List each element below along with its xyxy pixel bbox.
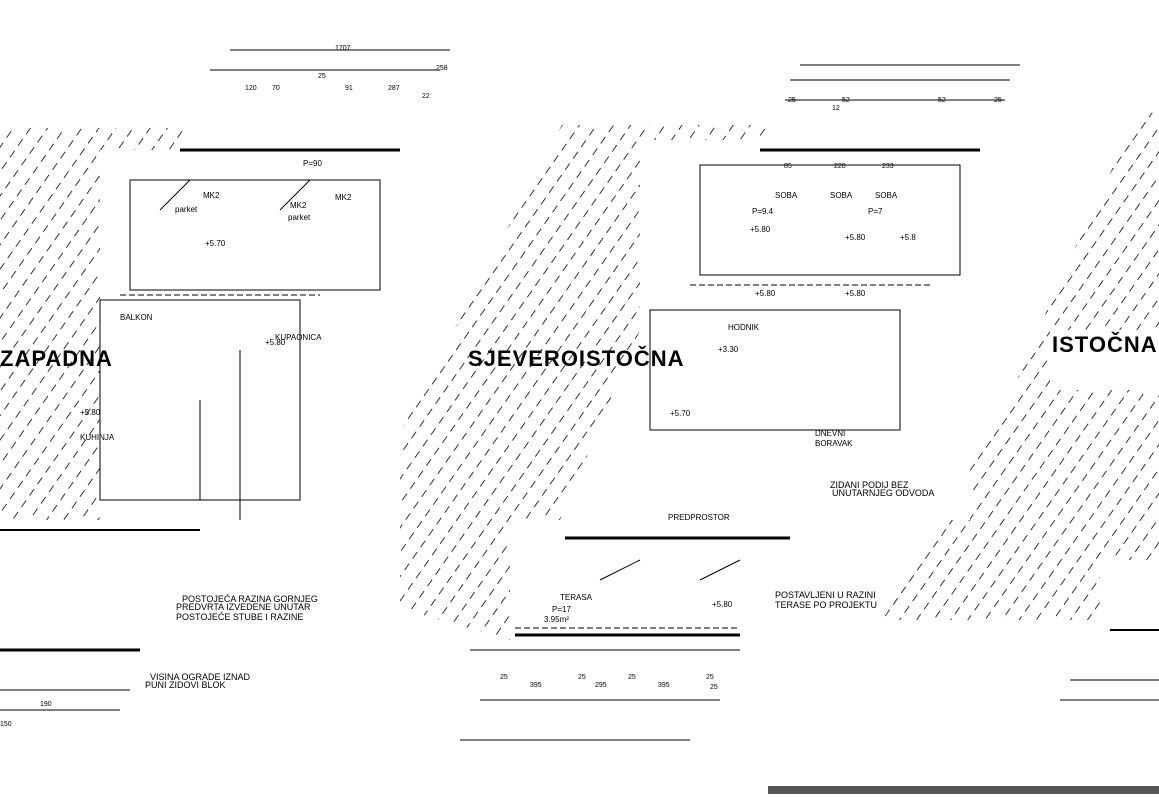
level-marker: +5.80 xyxy=(845,289,866,298)
note: POSTAVLJENI U RAZINI xyxy=(775,590,876,600)
room-label: DNEVNI xyxy=(815,429,845,438)
dimension: 25 xyxy=(994,97,1002,104)
note: UNUTARNJEG ODVODA xyxy=(832,488,934,498)
title-middle: SJEVEROISTOČNA xyxy=(468,346,685,371)
room-label: MK2 xyxy=(203,191,220,200)
dimension: 25 xyxy=(500,674,508,681)
note: POSTOJEĆA RAZINA GORNJEG xyxy=(182,594,318,604)
note: PUNI ZIDOVI BLOK xyxy=(145,680,226,690)
dimension: 25 xyxy=(788,97,796,104)
room-label: parket xyxy=(288,213,311,222)
room-label: KUPAONICA xyxy=(275,333,322,342)
dimension: 25 xyxy=(578,674,586,681)
level-marker: +5.80 xyxy=(265,338,286,347)
dimension: 25 xyxy=(706,674,714,681)
dimension: 85 xyxy=(784,163,792,170)
level-marker: +3.30 xyxy=(718,345,739,354)
level-marker: +5.80 xyxy=(845,233,866,242)
dimension: 1707 xyxy=(335,45,351,52)
dimension: 25 xyxy=(628,674,636,681)
dimension: 150 xyxy=(0,721,12,728)
dimension: 52 xyxy=(938,97,946,104)
dimension: 12 xyxy=(832,105,840,112)
dimension: 52 xyxy=(842,97,850,104)
level-marker: +5.80 xyxy=(80,408,101,417)
dimension: 228 xyxy=(834,163,846,170)
dimension: 258 xyxy=(436,65,448,72)
dimension: 22 xyxy=(422,93,430,100)
room-label: parket xyxy=(175,205,198,214)
note: ZIDANI PODIJ BEZ xyxy=(830,480,909,490)
room-label: KUHINJA xyxy=(80,433,115,442)
room-label: BALKON xyxy=(120,313,153,322)
dimension: 395 xyxy=(530,682,542,689)
title-right: ISTOČNA xyxy=(1052,332,1158,357)
dimension: 25 xyxy=(710,684,718,691)
level-marker: +5.8 xyxy=(900,233,916,242)
dimension: 190 xyxy=(40,701,52,708)
annotation-notes: POSTOJEĆA RAZINA GORNJEG PREDVRTA IZVEDE… xyxy=(145,480,934,690)
room-label: SOBA xyxy=(875,191,898,200)
room-label: P=7 xyxy=(868,207,883,216)
dimension: 120 xyxy=(245,85,257,92)
dimension: 70 xyxy=(272,85,280,92)
dimension: 287 xyxy=(388,85,400,92)
note: TERASE PO PROJEKTU xyxy=(775,600,877,610)
room-label: PREDPROSTOR xyxy=(668,513,730,522)
level-marker: +5.80 xyxy=(712,600,733,609)
room-label: HODNIK xyxy=(728,323,760,332)
room-label: SOBA xyxy=(830,191,853,200)
level-markers: +5.70 +5.80 +5.80 +5.70 +5.80 +5.80 +5.8… xyxy=(80,225,916,609)
room-label: 3.95m² xyxy=(544,615,569,624)
plan-middle xyxy=(460,64,1159,794)
note: PREDVRTA IZVEDENE UNUTAR xyxy=(176,602,311,612)
room-label: P=17 xyxy=(552,605,571,614)
dimension: 233 xyxy=(882,163,894,170)
room-label: SOBA xyxy=(775,191,798,200)
note: POSTOJEĆE STUBE I RAZINE xyxy=(176,612,303,622)
dimension: 395 xyxy=(658,682,670,689)
dimension: 295 xyxy=(595,682,607,689)
room-label: MK2 xyxy=(335,193,352,202)
room-label: P=9.4 xyxy=(752,207,774,216)
level-marker: +5.70 xyxy=(205,239,226,248)
dimension: 25 xyxy=(318,73,326,80)
room-label: P=90 xyxy=(303,159,322,168)
title-left: ZAPADNA xyxy=(0,346,113,371)
plan-right xyxy=(1050,330,1159,701)
level-marker: +5.80 xyxy=(755,289,776,298)
note: VISINA OGRADE IZNAD xyxy=(150,672,251,682)
room-labels: MK2 parket MK2 parket MK2 SOBA SOBA SOBA… xyxy=(80,159,898,624)
room-label: TERASA xyxy=(560,593,593,602)
dimension: 91 xyxy=(345,85,353,92)
room-label: MK2 xyxy=(290,201,307,210)
level-marker: +5.80 xyxy=(750,225,771,234)
plan-left xyxy=(0,49,450,711)
room-label: BORAVAK xyxy=(815,439,853,448)
hatched-terrain-right xyxy=(880,110,1159,620)
level-marker: +5.70 xyxy=(670,409,691,418)
